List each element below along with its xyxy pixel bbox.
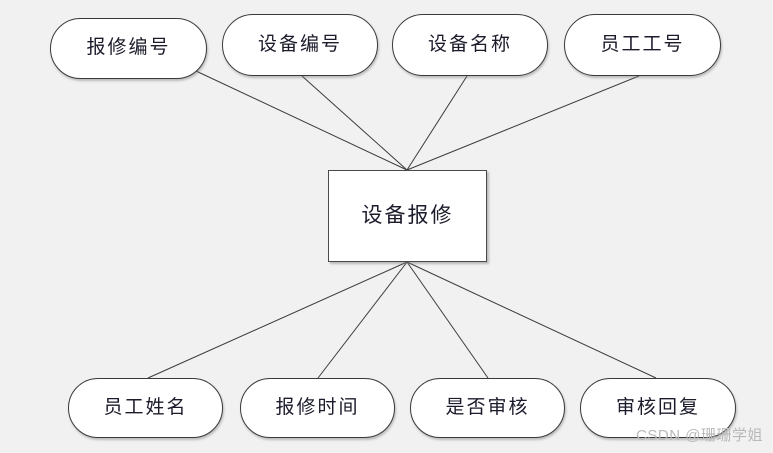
attribute-node-baoxiu-bianhao[interactable]: 报修编号 xyxy=(50,18,207,79)
attribute-label: 设备名称 xyxy=(427,33,512,55)
connector-line-top-1 xyxy=(301,75,408,171)
attribute-label: 报修时间 xyxy=(275,396,360,418)
attribute-node-yuangong-gonghao[interactable]: 员工工号 xyxy=(564,14,721,76)
attribute-label: 员工姓名 xyxy=(103,396,188,418)
entity-label: 设备报修 xyxy=(361,202,454,227)
connector-line-top-0 xyxy=(195,70,408,171)
attribute-label: 员工工号 xyxy=(600,33,685,55)
connector-line-bottom-3 xyxy=(406,261,657,379)
attribute-node-shifou-shenhe[interactable]: 是否审核 xyxy=(410,378,565,438)
connector-line-bottom-1 xyxy=(317,261,408,379)
attribute-node-shenhe-huifu[interactable]: 审核回复 xyxy=(580,378,736,438)
attribute-label: 设备编号 xyxy=(257,33,342,55)
attribute-label: 是否审核 xyxy=(445,396,530,418)
connector-line-top-2 xyxy=(406,75,468,171)
connector-line-bottom-0 xyxy=(147,261,408,379)
attribute-label: 报修编号 xyxy=(86,37,171,58)
attribute-node-shebei-mingcheng[interactable]: 设备名称 xyxy=(392,14,548,76)
connector-line-top-3 xyxy=(406,75,640,171)
connector-line-bottom-2 xyxy=(406,261,489,379)
attribute-node-shebei-bianhao[interactable]: 设备编号 xyxy=(222,14,378,76)
attribute-node-yuangong-xingming[interactable]: 员工姓名 xyxy=(68,378,223,438)
attribute-label: 审核回复 xyxy=(615,396,700,418)
entity-node-shebei-baoxiu[interactable]: 设备报修 xyxy=(328,170,487,262)
attribute-node-baoxiu-shijian[interactable]: 报修时间 xyxy=(240,378,395,438)
watermark-text: CSDN @珊珊学姐 xyxy=(636,427,763,444)
